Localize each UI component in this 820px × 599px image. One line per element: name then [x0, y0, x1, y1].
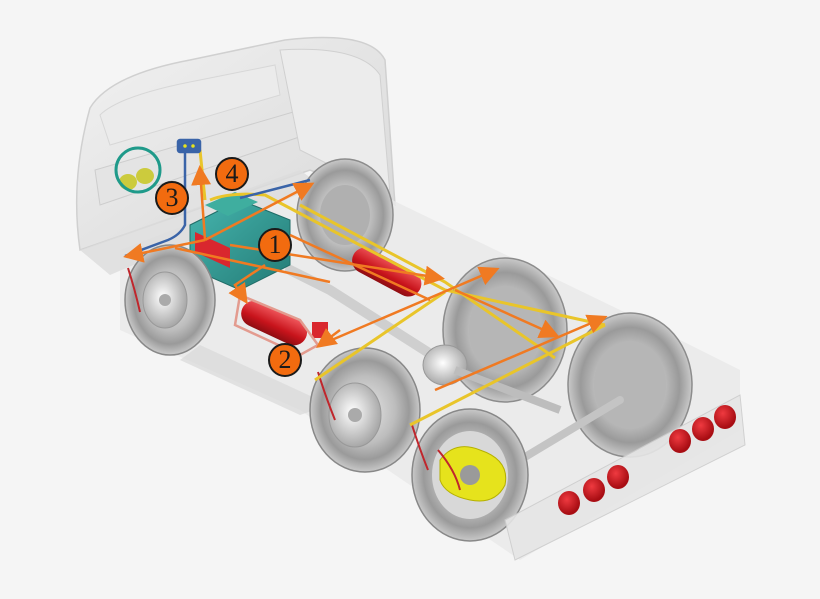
rear-bumper-lights	[504, 394, 746, 561]
driveshaft	[285, 265, 624, 464]
callout-3: 3	[155, 181, 189, 215]
supply-lines	[198, 149, 606, 427]
valve-block	[312, 322, 328, 338]
callout-2-label: 2	[278, 345, 292, 374]
air-tank-front	[241, 300, 308, 346]
callout-3-label: 3	[165, 183, 179, 212]
middle-axle-wheel	[309, 347, 421, 473]
rear-wheels-back	[296, 158, 693, 458]
rear-axle-wheel	[411, 408, 529, 542]
callout-4-label: 4	[225, 159, 239, 188]
tank-loop-line	[233, 293, 320, 357]
callout-4: 4	[215, 157, 249, 191]
callout-1-label: 1	[268, 230, 282, 259]
highlight-ring	[114, 146, 162, 194]
front-axle-wheel-left	[124, 244, 216, 356]
callout-1: 1	[258, 228, 292, 262]
dashboard-gauge	[114, 146, 162, 194]
callout-2: 2	[268, 343, 302, 377]
air-tank-rear	[352, 247, 422, 297]
